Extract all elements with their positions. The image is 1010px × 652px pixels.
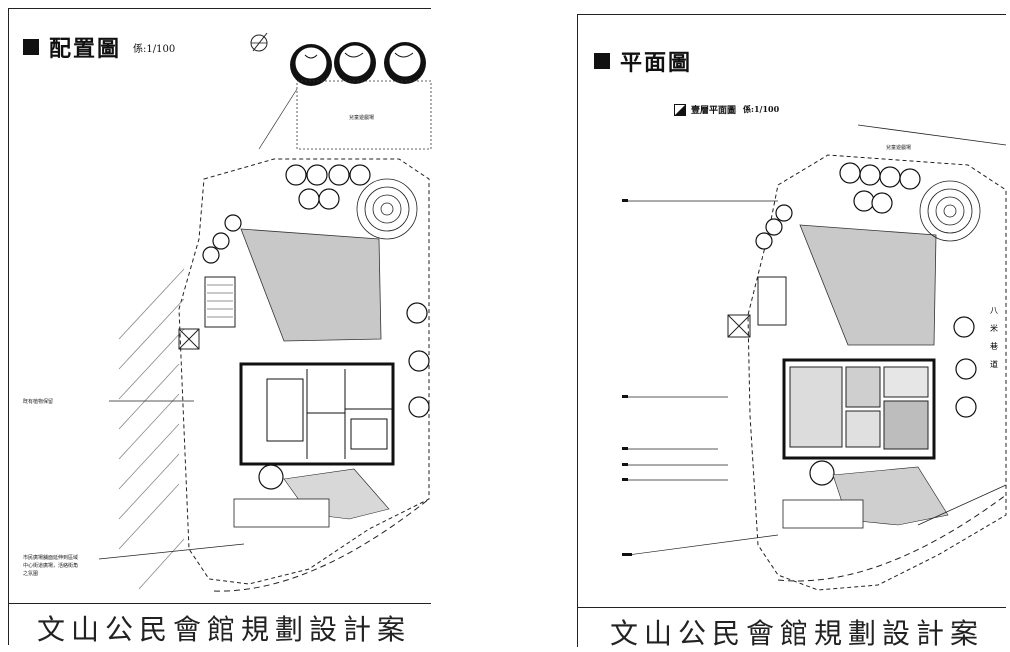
tree-cluster-floor [755,162,977,486]
site-plan-sheet: 配置圖 係:1/100 兒童遊戲場 [8,8,432,648]
plaza-note-line-3: 之氛圍 [23,570,38,577]
site-plan-title: 配置圖 [49,36,122,62]
elevator-box-floor [727,314,751,338]
spiral-stair-floor [919,180,981,242]
floor-plan-title-block: 平面圖 [594,45,692,77]
ground-floor-subtitle-block: 壹層平面圖 係:1/100 [674,103,779,116]
existing-plants-label: 既有植物保留 [23,398,53,405]
stair-block [204,276,236,328]
site-plan-footer: 文山公民會館規劃設計案 [9,603,431,648]
north-arrow-icon [250,32,268,52]
leader-lines [627,200,779,556]
side-label-1: 八 [990,306,998,315]
half-triangle-icon [674,103,686,116]
site-boundary-floor [747,154,1007,591]
ground-floor-subtitle: 壹層平面圖 [691,106,737,116]
plaza-note-line-1: 市民廣場舖面延伸到區域 [23,554,78,561]
site-plan-drawing: 兒童遊戲場 [23,32,432,592]
black-square-icon [23,39,39,55]
site-plan-project-name: 文山公民會館規劃設計案 [37,613,412,646]
floor-plan-footer: 文山公民會館規劃設計案 [578,607,1006,652]
site-plan-title-block: 配置圖 係:1/100 [23,31,175,63]
building-footprint [239,362,395,466]
side-label-2: 米 [990,323,998,333]
black-square-icon [594,53,610,69]
plaza-note-line-2: 中心街道廣場，活絡街角 [23,562,78,569]
side-label-4: 道 [990,359,998,369]
playground-callout-label: 兒童遊戲場 [349,114,374,121]
elevator-box [178,328,200,350]
tree-row-top [290,42,426,86]
tree-cluster [202,164,430,490]
site-plan-scale: 係:1/100 [133,43,176,55]
side-label-3: 巷 [990,342,998,351]
floor-plan-title: 平面圖 [620,50,693,76]
building-interior [782,358,936,460]
floor-plan-drawing: 兒童遊戲場 [622,124,1007,591]
spiral-stair [356,178,418,240]
playground-top-label: 兒童遊戲場 [886,144,911,151]
entrance-block-floor [782,499,864,529]
playground-callout-box [296,80,432,150]
playground-area [240,228,382,342]
entrance-block [233,498,330,528]
leader-dots [622,199,632,556]
playground-area-floor [799,224,937,346]
street-hatch [118,268,185,590]
floor-plan-project-name: 文山公民會館規劃設計案 [610,617,985,650]
floor-plan-scale: 係:1/100 [743,104,780,114]
floor-plan-sheet: 平面圖 壹層平面圖 係:1/100 兒童遊戲場 [577,14,1007,650]
stair-block-floor [757,276,787,326]
